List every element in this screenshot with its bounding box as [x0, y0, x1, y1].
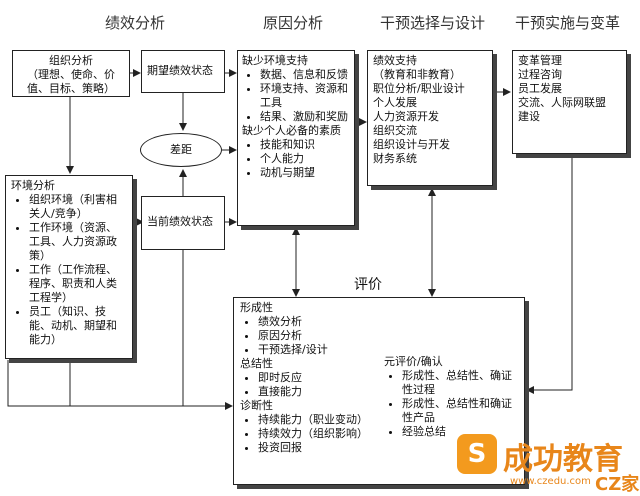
cause-item: 个人能力 [260, 152, 350, 166]
env-item: 员工（知识、技能、动机、期望和能力） [29, 305, 127, 347]
intervention-line: 个人发展 [373, 96, 417, 109]
header-performance-analysis: 绩效分析 [105, 14, 166, 32]
intervention-line: 组织交流 [373, 124, 417, 137]
eval-meta-item: 形成性、总结性、确证性过程 [402, 369, 519, 397]
eval-item: 持续能力（职业变动） [258, 413, 368, 427]
desired-state-label: 期望绩效状态 [147, 64, 213, 77]
change-line: 员工发展 [518, 82, 562, 95]
intervention-line: 组织设计与开发 [373, 138, 450, 151]
cause-item: 结果、激励和奖励 [260, 110, 350, 124]
logo-mark-icon: S [457, 434, 497, 474]
eval-meta-item: 形成性、总结性和确证性产品 [402, 397, 519, 425]
header-cause-analysis: 原因分析 [263, 14, 324, 32]
cause-item: 数据、信息和反馈 [260, 68, 350, 82]
eval-item: 投资回报 [258, 441, 365, 455]
change-line: 建设 [518, 110, 540, 123]
current-state-label: 当前绩效状态 [147, 215, 213, 228]
eval-diagnostic-title: 诊断性 [240, 399, 273, 412]
arrow-env-eval [7, 360, 233, 410]
intervention-line: 财务系统 [373, 152, 417, 165]
eval-item: 直接能力 [258, 385, 365, 399]
change-line: 交流、人际网联盟 [518, 96, 606, 109]
arrow-change-eval [526, 155, 573, 394]
logo-cz: CZ家 [595, 474, 640, 495]
current-state-box: 当前绩效状态 [141, 196, 225, 250]
change-line: 过程咨询 [518, 68, 562, 81]
desired-state-box: 期望绩效状态 [141, 50, 225, 93]
intervention-box: 绩效支持 （教育和非教育） 职位分析/职业设计 个人发展 人力资源开发 组织交流… [367, 50, 493, 186]
eval-summative-title: 总结性 [240, 357, 273, 370]
env-item: 工作（工作流程、程序、职责和人类工程学） [29, 263, 127, 305]
eval-item: 即时反应 [258, 371, 365, 385]
cause-item: 动机与期望 [260, 166, 350, 180]
org-analysis-sub: （理想、使命、价值、目标、策略） [27, 68, 115, 95]
header-intervention-design: 干预选择与设计 [380, 14, 486, 32]
org-analysis-title: 组织分析 [49, 54, 93, 67]
logo-site: www.czedu.com [510, 476, 591, 487]
cause-title-env: 缺少环境支持 [242, 54, 308, 67]
intervention-line: 人力资源开发 [373, 110, 439, 123]
cause-item: 技能和知识 [260, 138, 350, 152]
change-box: 变革管理 过程咨询 员工发展 交流、人际网联盟 建设 [512, 50, 627, 154]
cause-analysis-box: 缺少环境支持 数据、信息和反馈 环境支持、资源和工具 结果、激励和奖励 缺少个人… [237, 50, 355, 226]
org-analysis-box: 组织分析 （理想、使命、价值、目标、策略） [12, 50, 130, 97]
gap-label: 差距 [170, 143, 192, 156]
env-item: 工作环境（资源、工具、人力资源政策） [29, 221, 127, 263]
change-line: 变革管理 [518, 54, 562, 67]
intervention-line: 绩效支持 [373, 54, 417, 67]
gap-oval: 差距 [140, 133, 222, 167]
logo-name: 成功教育 [503, 442, 623, 477]
watermark-logo: S 成功教育 www.czedu.com CZ家 [455, 428, 640, 495]
cause-title-personal: 缺少个人必备的素质 [242, 124, 341, 137]
intervention-line: 职位分析/职业设计 [373, 82, 465, 95]
eval-item: 原因分析 [258, 329, 365, 343]
eval-item: 持续效力（组织影响） [258, 427, 368, 441]
env-analysis-title: 环境分析 [11, 179, 55, 192]
cause-item: 环境支持、资源和工具 [260, 82, 350, 110]
eval-meta-item: 经验总结 [402, 425, 519, 439]
env-item: 组织环境（利害相关人/竞争） [29, 193, 127, 221]
env-analysis-box: 环境分析 组织环境（利害相关人/竞争） 工作环境（资源、工具、人力资源政策） 工… [5, 175, 133, 359]
eval-item: 干预选择/设计 [258, 343, 365, 357]
evaluation-label: 评价 [354, 277, 382, 293]
header-intervention-implementation: 干预实施与变革 [515, 14, 621, 32]
eval-meta-title: 元评价/确认 [384, 355, 443, 368]
eval-formative-title: 形成性 [240, 301, 273, 314]
eval-item: 绩效分析 [258, 315, 365, 329]
intervention-line: （教育和非教育） [373, 68, 461, 81]
